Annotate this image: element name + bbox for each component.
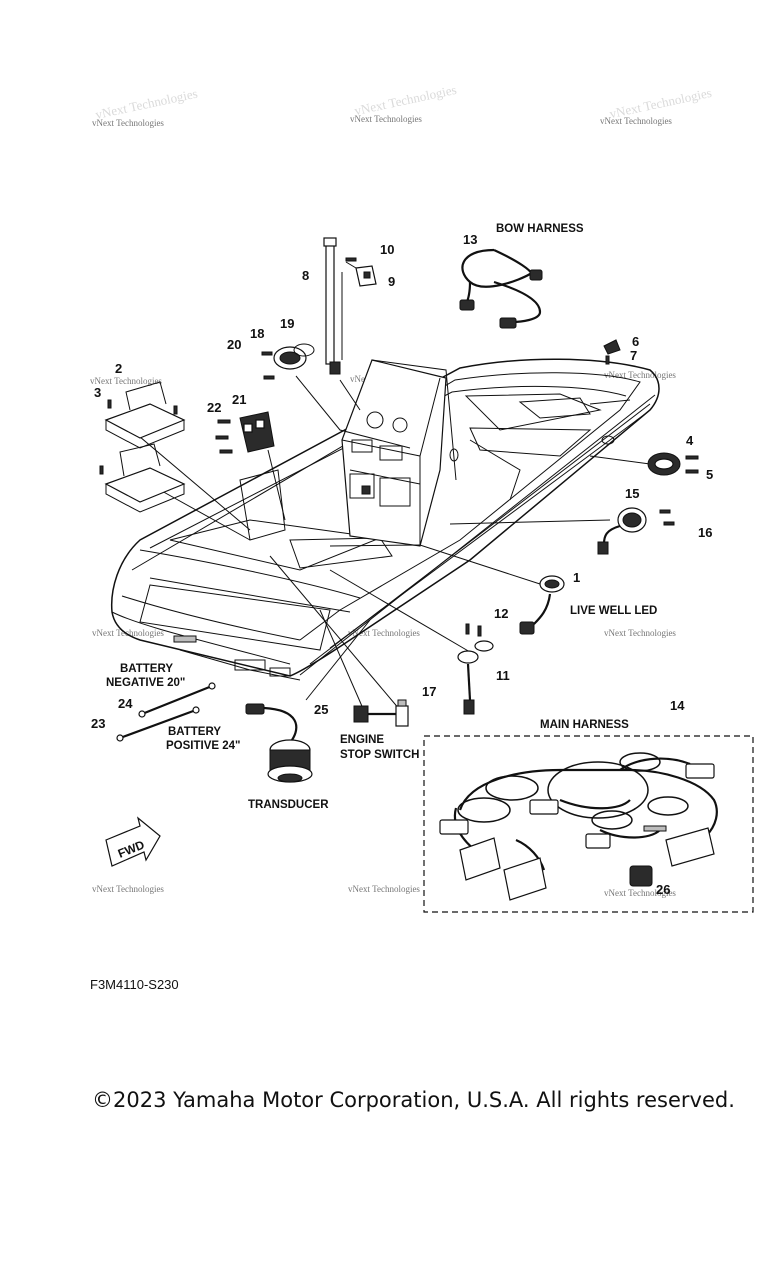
callout-1: 1 (573, 570, 580, 585)
part-15-light (597, 507, 675, 555)
callout-6: 6 (632, 334, 639, 349)
part-23-24-battery-cables (116, 682, 216, 742)
callout-23: 23 (91, 716, 105, 731)
engine-stop-label-line1: ENGINE (340, 734, 384, 746)
watermark-text: vNext Technologies (350, 114, 422, 124)
part-8-pole (323, 237, 343, 375)
watermark-text: vNext Technologies (92, 884, 164, 894)
part-6-bow-light (603, 339, 621, 365)
watermark-text: vNext Technologies (604, 888, 676, 898)
watermark-text: vNext Technologies (90, 376, 162, 386)
live-well-led-label: LIVE WELL LED (570, 605, 657, 617)
watermark: vNext Technologies (90, 376, 162, 386)
captions: BOW HARNESS LIVE WELL LED MAIN HARNESS B… (106, 223, 657, 811)
part-13-bow-harness (459, 248, 543, 329)
watermark: vNext Technologies (348, 628, 420, 638)
battery-positive-label-line1: BATTERY (168, 726, 221, 738)
callout-17: 17 (422, 684, 436, 699)
part-21-switch-panel (215, 411, 275, 454)
callout-13: 13 (463, 232, 477, 247)
part-1-live-well-led (519, 575, 565, 635)
watermark-text: vNext Technologies (600, 116, 672, 126)
part-2-3-battery-trays (99, 381, 186, 513)
boat-hull (110, 358, 660, 681)
callout-15: 15 (625, 486, 639, 501)
callout-10: 10 (380, 242, 394, 257)
callout-3: 3 (94, 385, 101, 400)
callout-16: 16 (698, 525, 712, 540)
part-9-clip (345, 257, 377, 287)
callout-18: 18 (250, 326, 264, 341)
callout-25: 25 (314, 702, 328, 717)
engine-stop-label-line2: STOP SWITCH (340, 749, 419, 761)
watermark: vNext Technologies vNext Technologies (92, 86, 199, 128)
battery-negative-label-line2: NEGATIVE 20" (106, 677, 185, 689)
watermark: vNext Technologies (348, 884, 420, 894)
part-11-outlet (457, 623, 494, 715)
callout-24: 24 (118, 696, 133, 711)
callout-4: 4 (686, 433, 694, 448)
callout-20: 20 (227, 337, 241, 352)
watermark: vNext Technologies (92, 628, 164, 638)
callout-9: 9 (388, 274, 395, 289)
watermark: vNext Technologies (604, 628, 676, 638)
callout-14: 14 (670, 698, 685, 713)
watermark-text: vNext Technologies (92, 628, 164, 638)
transducer-label: TRANSDUCER (248, 799, 329, 811)
watermark-text: vNext Technologies (604, 628, 676, 638)
watermark-text: vNext Technologies (348, 884, 420, 894)
watermark-text: vNext Technologies (94, 86, 199, 122)
callouts: 1 2 3 4 5 6 7 8 9 10 11 12 13 14 15 16 1… (91, 232, 713, 897)
callout-19: 19 (280, 316, 294, 331)
watermark: vNext Technologies (604, 370, 676, 380)
part-14-main-harness (423, 735, 754, 913)
callout-21: 21 (232, 392, 246, 407)
watermark: vNext Technologies vNext Technologies (350, 82, 458, 124)
callout-7: 7 (630, 348, 637, 363)
part-code: F3M4110-S230 (90, 977, 179, 992)
watermark: vNext Technologies (604, 888, 676, 898)
battery-negative-label-line1: BATTERY (120, 663, 173, 675)
callout-5: 5 (706, 467, 713, 482)
part-4-side-speaker (647, 452, 699, 476)
fwd-arrow: FWD (105, 816, 161, 867)
callout-8: 8 (302, 268, 309, 283)
watermark-text: vNext Technologies (604, 370, 676, 380)
callout-2: 2 (115, 361, 122, 376)
battery-positive-label-line2: POSITIVE 24" (166, 740, 240, 752)
main-harness-label: MAIN HARNESS (540, 719, 629, 731)
watermark-text: vNext Technologies (353, 82, 458, 118)
watermark-text: vNext Technologies (92, 118, 164, 128)
part-25-transducer (245, 703, 313, 783)
watermark: vNext Technologies vNext Technologies (600, 85, 713, 126)
callout-26: 26 (656, 882, 670, 897)
copyright-notice: ©2023 Yamaha Motor Corporation, U.S.A. A… (92, 1088, 735, 1112)
leader-lines (119, 375, 651, 721)
callout-22: 22 (207, 400, 221, 415)
callout-11: 11 (496, 668, 510, 683)
watermark: vNext Technologies (92, 884, 164, 894)
part-18-speaker (261, 343, 315, 380)
bow-harness-label: BOW HARNESS (496, 223, 584, 235)
callout-12: 12 (494, 606, 508, 621)
part-17-engine-stop-switch (353, 699, 409, 727)
watermark-text: vNext Technologies (348, 628, 420, 638)
